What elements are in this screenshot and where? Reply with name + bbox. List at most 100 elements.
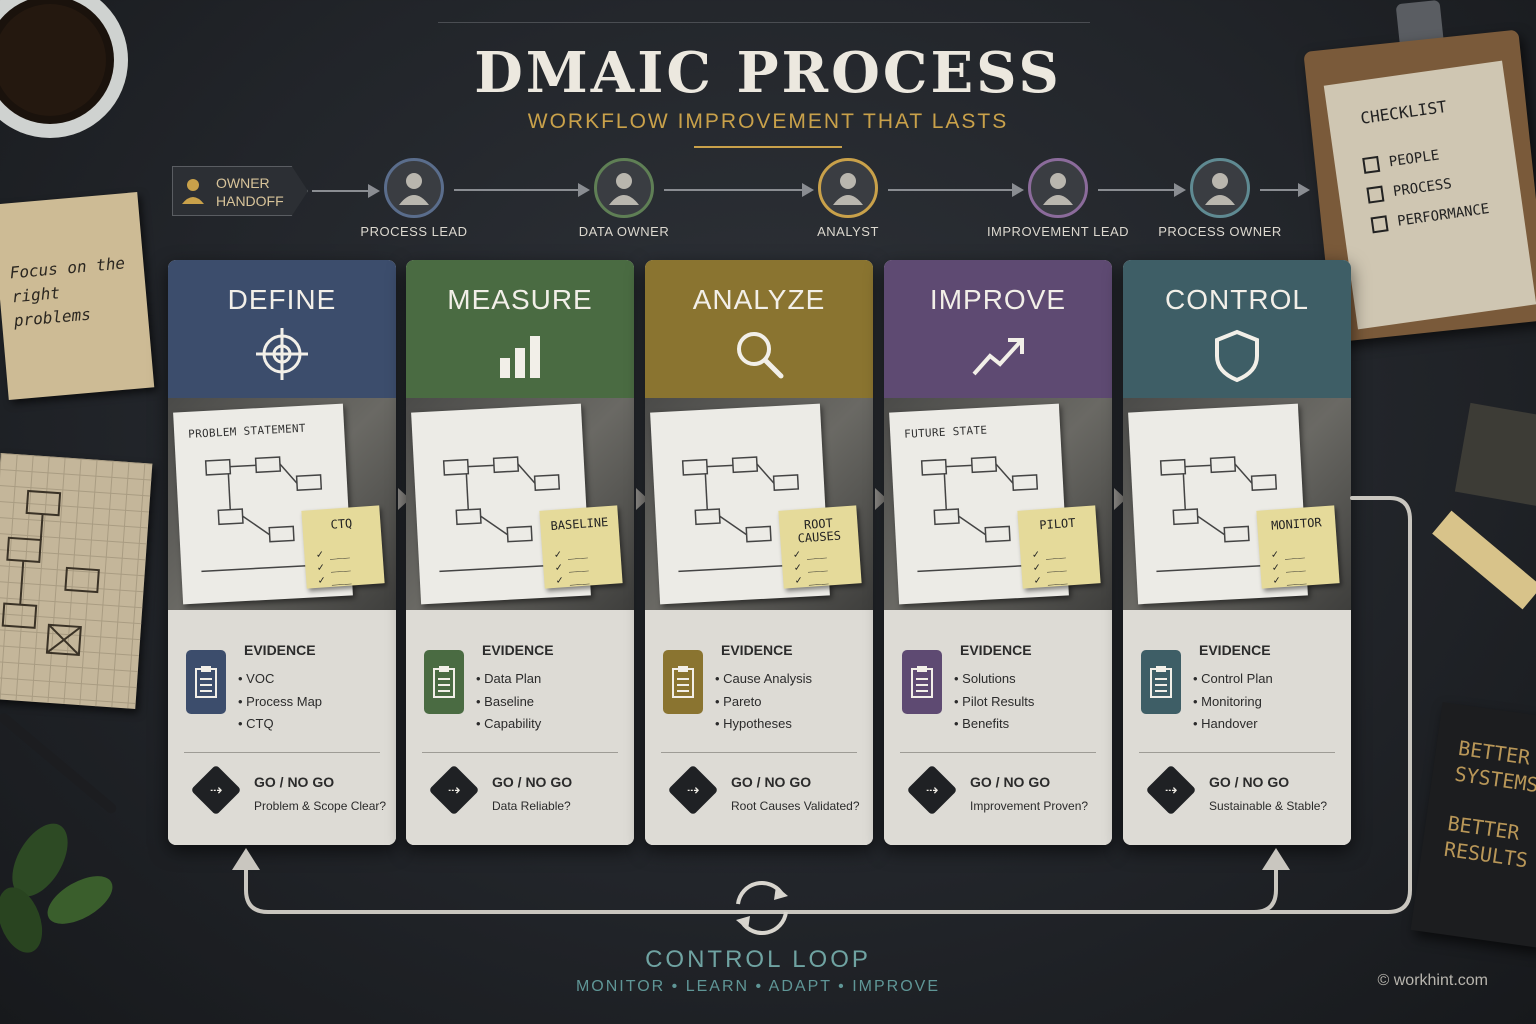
gate-title: GO / NO GO xyxy=(731,774,812,790)
evidence-list: • Solutions • Pilot Results • Benefits xyxy=(954,668,1034,736)
coffee-cup-image xyxy=(0,0,128,138)
phase-card-define: DEFINE PROBLEM STATEMENT CTQ ✓ __ xyxy=(168,260,396,845)
card-divider xyxy=(184,752,380,753)
phase-title: DEFINE xyxy=(227,284,337,315)
flow-connector xyxy=(312,190,368,192)
phase-card-measure: MEASURE BASELINE ✓ ___✓ ___✓ ___ xyxy=(406,260,634,845)
evidence-item: • Baseline xyxy=(476,693,535,709)
sticky-note-label: CTQ xyxy=(330,516,353,532)
role-avatar xyxy=(818,158,878,218)
control-loop-subtitle: MONITOR • LEARN • ADAPT • IMPROVE xyxy=(575,978,941,995)
sticky-note-label: ROOT CAUSES xyxy=(797,516,842,546)
magnifier-icon xyxy=(737,332,784,379)
phase-title: IMPROVE xyxy=(929,284,1067,315)
evidence-item: • Handover xyxy=(1193,716,1258,731)
evidence-item: • Capability xyxy=(476,716,542,731)
evidence-item: • Solutions xyxy=(954,671,1016,686)
person-icon xyxy=(182,179,204,204)
decision-arrow-icon: ⇢ xyxy=(1164,781,1178,799)
gate-question: Problem & Scope Clear? xyxy=(254,799,387,813)
flowchart-sketch-paper xyxy=(0,452,153,710)
evidence-item: • Benefits xyxy=(954,716,1010,731)
role-label: DATA OWNER xyxy=(578,224,670,239)
sticky-note-label: PILOT xyxy=(1038,515,1076,533)
evidence-item: • Monitoring xyxy=(1193,693,1262,709)
flow-connector xyxy=(664,189,802,191)
phase-card-control: CONTROL MONITOR ✓ ___✓ ___✓ ___ xyxy=(1123,260,1351,845)
cloth-image xyxy=(1454,402,1536,508)
sticky-note: MONITOR ✓ ___✓ ___✓ ___ xyxy=(1256,505,1340,589)
gate-title: GO / NO GO xyxy=(1209,774,1290,790)
phase-header: IMPROVE xyxy=(884,260,1112,398)
sticky-note: ROOT CAUSES ✓ ___✓ ___✓ ___ xyxy=(778,505,862,589)
page-title: DMAIC PROCESS xyxy=(474,40,1062,106)
card-divider xyxy=(900,752,1096,753)
evidence-item: • VOC xyxy=(238,671,275,686)
gate-title: GO / NO GO xyxy=(254,774,335,790)
checkbox-icon xyxy=(1366,185,1385,204)
gate-question: Data Reliable? xyxy=(492,799,571,813)
phase-header: MEASURE xyxy=(406,260,634,398)
sticky-note: PILOT ✓ ___✓ ___✓ ___ xyxy=(1017,505,1101,589)
phase-card-improve: IMPROVE FUTURE STATE PILOT ✓ ___✓ xyxy=(884,260,1112,845)
shield-icon xyxy=(1215,329,1259,383)
evidence-item: • Process Map xyxy=(238,693,323,709)
decision-arrow-icon: ⇢ xyxy=(686,781,700,799)
role-label: ANALYST xyxy=(817,224,879,239)
role-label: IMPROVEMENT LEAD xyxy=(986,224,1130,239)
sticky-checkmarks-icon: ✓ ___✓ ___✓ ___ xyxy=(792,545,829,587)
person-icon xyxy=(609,173,639,205)
page-subtitle: WORKFLOW IMPROVEMENT THAT LASTS xyxy=(527,110,1009,133)
evidence-item: • Hypotheses xyxy=(715,716,792,731)
decision-arrow-icon: ⇢ xyxy=(447,781,461,799)
sticky-note: BASELINE ✓ ___✓ ___✓ ___ xyxy=(539,505,623,589)
phase-card-analyze: ANALYZE ROOT CAUSES ✓ ___✓ ___✓ xyxy=(645,260,873,845)
phase-photo: FUTURE STATE PILOT ✓ ___✓ ___✓ ___ xyxy=(884,398,1112,610)
flow-arrowhead xyxy=(802,183,814,197)
bar-chart-icon xyxy=(500,336,540,378)
role-avatar xyxy=(1028,158,1088,218)
person-icon xyxy=(1205,173,1235,205)
evidence-item: • Pareto xyxy=(715,693,762,709)
checkbox-icon xyxy=(1362,155,1381,174)
phase-body: EVIDENCE • Solutions • Pilot Results • B… xyxy=(884,610,1112,845)
evidence-item: • Pilot Results xyxy=(954,693,1035,709)
book-image: BETTER SYSTEMS BETTER RESULTS xyxy=(1410,702,1536,948)
evidence-title: EVIDENCE xyxy=(721,642,793,658)
owner-handoff-tag xyxy=(172,166,308,216)
phase-body: EVIDENCE • Control Plan • Monitoring • H… xyxy=(1123,610,1351,845)
clipboard-icon xyxy=(186,650,226,714)
copyright-text: © workhint.com xyxy=(1377,972,1488,989)
flow-arrowhead xyxy=(578,183,590,197)
flow-connector xyxy=(454,189,578,191)
clipboard-icon xyxy=(902,650,942,714)
role-avatar xyxy=(1190,158,1250,218)
flowchart-sketch-icon xyxy=(1,489,100,657)
phase-header: ANALYZE xyxy=(645,260,873,398)
flow-connector xyxy=(888,189,1012,191)
gate-title: GO / NO GO xyxy=(492,774,573,790)
person-icon xyxy=(399,173,429,205)
cycle-arrows-icon xyxy=(736,880,788,936)
phase-photo: MONITOR ✓ ___✓ ___✓ ___ xyxy=(1123,398,1351,610)
evidence-title: EVIDENCE xyxy=(1199,642,1271,658)
phase-title: CONTROL xyxy=(1165,284,1309,315)
sticky-checkmarks-icon: ✓ ___✓ ___✓ ___ xyxy=(1270,545,1307,587)
gate-question: Improvement Proven? xyxy=(970,799,1089,813)
gate-question: Sustainable & Stable? xyxy=(1209,799,1328,813)
phase-title: ANALYZE xyxy=(692,284,826,315)
clipboard-icon xyxy=(1141,650,1181,714)
clipboard-icon xyxy=(424,650,464,714)
phase-title: MEASURE xyxy=(447,284,593,315)
card-divider xyxy=(661,752,857,753)
gate-title: GO / NO GO xyxy=(970,774,1051,790)
flow-connector xyxy=(1260,189,1298,191)
role-label: PROCESS OWNER xyxy=(1158,224,1282,239)
sticky-note-left: Focus on the right problems xyxy=(0,192,155,400)
plant-leaves-image xyxy=(0,823,113,953)
flow-arrowhead xyxy=(1012,183,1024,197)
evidence-title: EVIDENCE xyxy=(482,642,554,658)
evidence-list: • Cause Analysis • Pareto • Hypotheses xyxy=(715,668,812,736)
target-icon xyxy=(256,328,308,380)
phase-header: CONTROL xyxy=(1123,260,1351,398)
